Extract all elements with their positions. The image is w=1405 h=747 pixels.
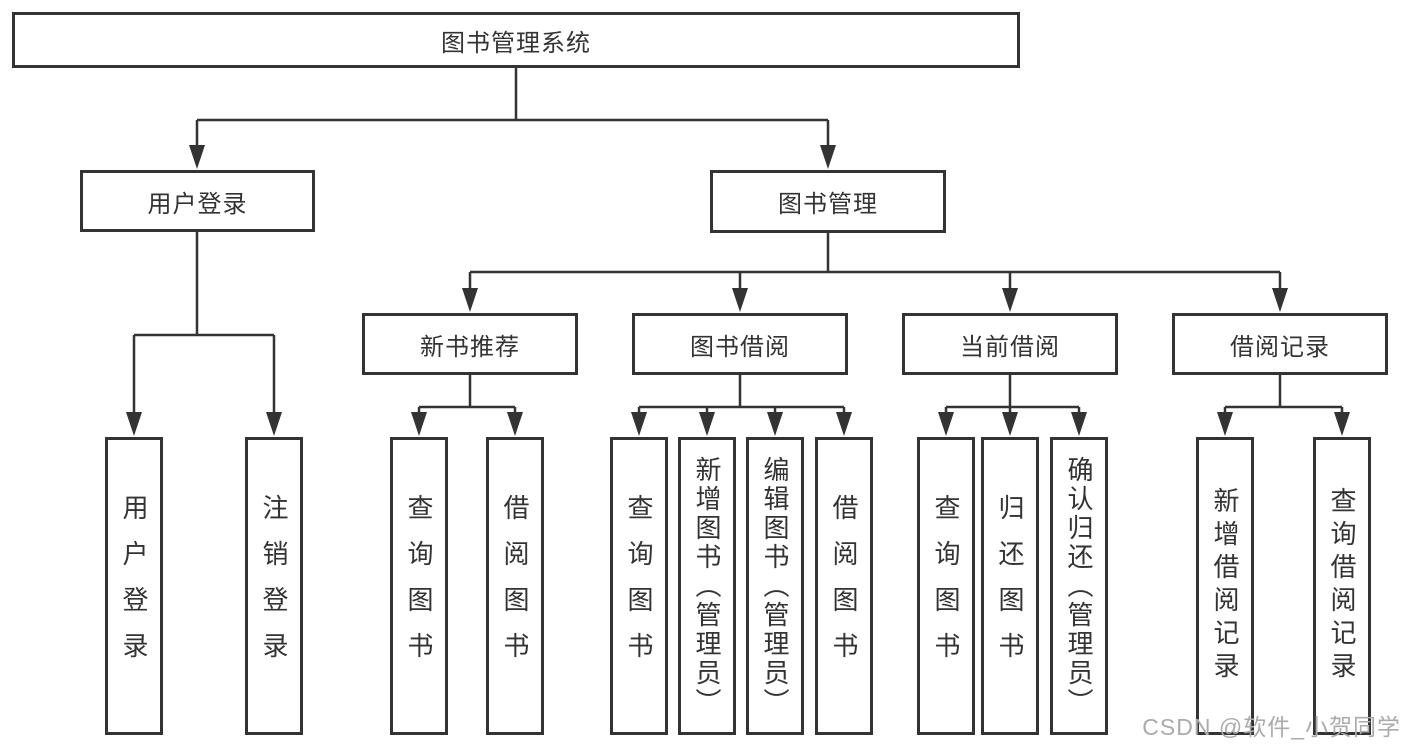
node-user-login: 用户登录 [80,170,315,232]
leaf-query-book-current-label: 查询图书 [931,494,961,678]
node-current-borrow: 当前借阅 [902,313,1118,375]
leaf-user-login: 用户登录 [105,437,163,735]
connector-book-mgmt-sections [462,233,1288,312]
leaf-add-borrow-record-label: 新增借阅记录 [1210,487,1240,685]
leaf-user-login-label: 用户登录 [119,494,149,678]
node-book-management-label: 图书管理 [778,191,878,218]
leaf-query-book-recommend-label: 查询图书 [404,494,434,678]
node-system-root-label: 图书管理系统 [441,29,591,57]
leaf-query-book-recommend: 查询图书 [390,437,448,735]
leaf-add-borrow-record: 新增借阅记录 [1196,437,1254,735]
connector-borrow-records-children [1217,375,1350,436]
leaf-borrow-book-recommend: 借阅图书 [486,437,544,735]
leaf-add-book-admin-label: 新增图书（管理员） [692,455,722,717]
leaf-return-book-label: 归还图书 [995,494,1025,678]
node-new-book-recommend-label: 新书推荐 [420,333,520,361]
leaf-query-book-current: 查询图书 [917,437,975,735]
leaf-borrow-book: 借阅图书 [815,437,873,735]
node-borrow-records-label: 借阅记录 [1230,333,1330,361]
leaf-logout-label: 注销登录 [259,494,289,678]
leaf-logout: 注销登录 [245,437,303,735]
leaf-confirm-return-admin-label: 确认归还（管理员） [1064,455,1094,717]
node-book-management: 图书管理 [710,170,946,233]
node-book-borrow-label: 图书借阅 [690,333,790,361]
node-borrow-records: 借阅记录 [1172,313,1388,375]
leaf-edit-book-admin-label: 编辑图书（管理员） [760,455,790,717]
connector-current-borrow-children [938,375,1087,436]
node-user-login-label: 用户登录 [147,190,248,218]
connector-root-to-level2 [189,68,836,169]
node-new-book-recommend: 新书推荐 [362,313,578,375]
node-book-borrow: 图书借阅 [632,313,848,375]
leaf-borrow-book-label: 借阅图书 [829,494,859,678]
node-current-borrow-label: 当前借阅 [960,333,1060,361]
leaf-query-borrow-record-label: 查询借阅记录 [1327,487,1357,685]
leaf-confirm-return-admin: 确认归还（管理员） [1050,437,1108,735]
leaf-add-book-admin: 新增图书（管理员） [678,437,736,735]
node-system-root: 图书管理系统 [12,12,1020,68]
leaf-edit-book-admin: 编辑图书（管理员） [746,437,804,735]
leaf-return-book: 归还图书 [981,437,1039,735]
leaf-query-book-borrow: 查询图书 [610,437,668,735]
leaf-query-book-borrow-label: 查询图书 [624,494,654,678]
leaf-borrow-book-recommend-label: 借阅图书 [500,494,530,678]
leaf-query-borrow-record: 查询借阅记录 [1313,437,1371,735]
connector-user-login-children [126,232,282,436]
csdn-watermark: CSDN @软件_小贺同学 [1142,714,1401,740]
connector-book-borrow-children [631,375,852,436]
connector-new-book-children [411,375,523,436]
